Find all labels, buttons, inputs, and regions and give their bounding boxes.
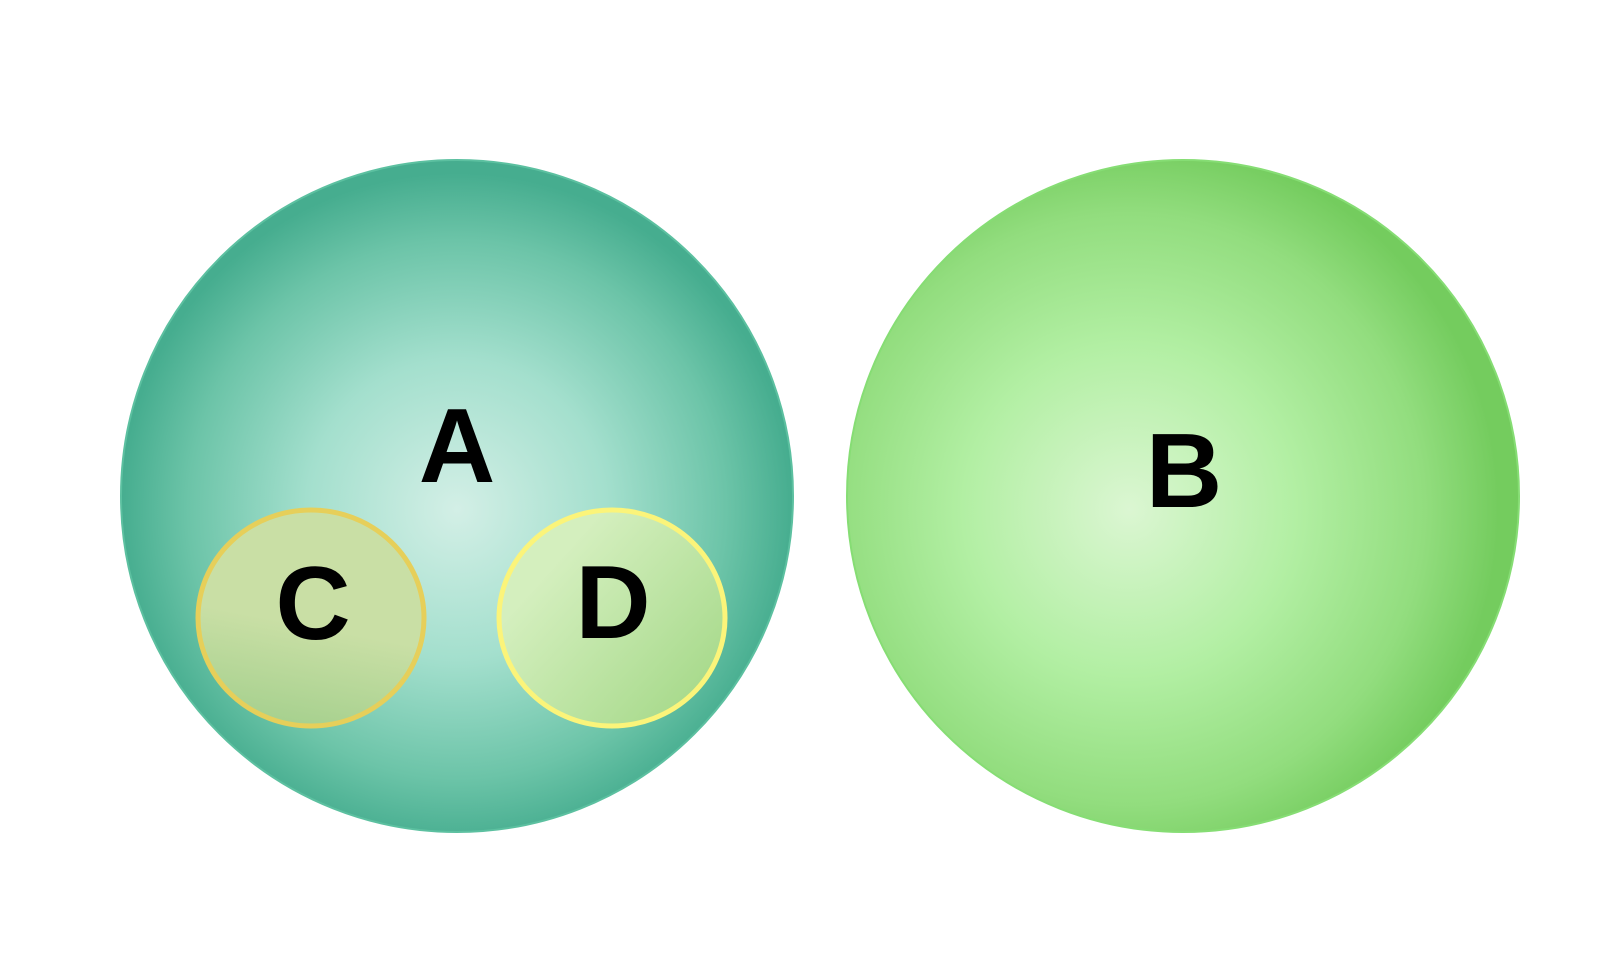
set-a-label: A <box>419 387 496 505</box>
set-b-circle <box>846 159 1520 833</box>
set-b-label: B <box>1146 412 1223 530</box>
set-c-ellipse <box>195 507 427 729</box>
set-d-ellipse <box>496 507 728 729</box>
set-d-label: D <box>575 545 650 661</box>
set-c: C <box>195 507 427 729</box>
set-d: D <box>496 507 728 729</box>
set-a: A <box>120 159 794 833</box>
set-c-label: C <box>275 546 350 662</box>
set-b: B <box>846 159 1520 833</box>
